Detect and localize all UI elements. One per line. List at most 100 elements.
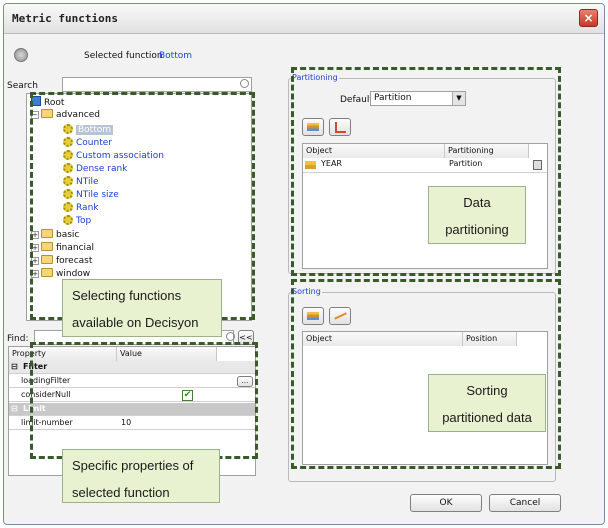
collapse-icon[interactable]: ⊟ — [11, 362, 18, 371]
partition-type[interactable]: Partition — [449, 159, 483, 168]
tree-node-function[interactable]: Custom association — [63, 150, 164, 163]
table-icon — [307, 312, 319, 320]
function-icon — [63, 202, 73, 212]
annotation-line: Selecting functions — [72, 288, 182, 303]
table-icon — [307, 123, 319, 131]
partition-table-view-button[interactable] — [302, 118, 324, 136]
group-label: Filter — [23, 362, 48, 371]
selected-function-value: Bottom — [159, 51, 193, 61]
tree-node-function[interactable]: Top — [63, 215, 91, 228]
tree-node-advanced[interactable]: −advanced — [31, 109, 100, 122]
tree-node-category[interactable]: + forecast — [31, 255, 92, 268]
close-button[interactable]: × — [579, 9, 598, 27]
sorting-panel — [288, 292, 556, 482]
ellipsis-button[interactable]: ... — [237, 376, 253, 387]
collapse-icon[interactable]: ⊟ — [11, 404, 18, 413]
function-icon — [63, 163, 73, 173]
find-previous-button[interactable]: << — [238, 330, 254, 345]
column-header-property[interactable]: Property — [9, 347, 117, 361]
cancel-button[interactable]: Cancel — [489, 494, 561, 512]
tree-node-label: Root — [44, 98, 65, 108]
dialog-title: Metric functions — [12, 12, 118, 25]
tree-node-label: forecast — [56, 256, 93, 266]
function-icon — [63, 215, 73, 225]
chevron-down-icon[interactable]: ▼ — [452, 92, 465, 105]
folder-icon — [41, 268, 53, 277]
function-icon — [63, 150, 73, 160]
partition-grid-header: Object Partitioning — [303, 144, 547, 158]
property-row[interactable]: considerNull ✔ — [9, 389, 255, 402]
tree-node-root[interactable]: Root — [31, 96, 64, 109]
function-icon — [63, 137, 73, 147]
folder-icon — [41, 255, 53, 264]
selected-function-label: Selected function — [84, 51, 163, 61]
property-name: considerNull — [21, 390, 71, 399]
column-header-value[interactable]: Value — [117, 347, 217, 361]
annotation-line: available on Decisyon — [72, 315, 199, 330]
tree-node-label: Top — [76, 216, 92, 226]
default-partition-select[interactable]: Partition ▼ — [370, 91, 466, 106]
expand-icon[interactable]: + — [31, 270, 39, 278]
tree-node-function[interactable]: Dense rank — [63, 163, 127, 176]
tree-node-label: Rank — [76, 203, 99, 213]
find-label: Find: — [7, 334, 29, 344]
annotation-specific-properties: Specific properties of selected function — [62, 449, 220, 503]
sorting-legend: Sorting — [291, 287, 322, 296]
ok-button[interactable]: OK — [410, 494, 482, 512]
tree-node-function[interactable]: NTile — [63, 176, 99, 189]
chart-icon — [335, 122, 346, 133]
partition-row[interactable]: YEAR Partition — [303, 158, 547, 173]
tree-node-label: NTile size — [76, 190, 119, 200]
annotation-line: Data — [463, 195, 491, 210]
tree-node-category[interactable]: + basic — [31, 229, 79, 242]
folder-icon — [41, 242, 53, 251]
tree-node-function[interactable]: Counter — [63, 137, 112, 150]
annotation-line: Sorting — [466, 383, 508, 398]
search-input[interactable] — [62, 77, 252, 92]
column-header-position[interactable]: Position — [463, 332, 517, 346]
property-value[interactable]: 10 — [121, 418, 132, 427]
expand-icon[interactable]: + — [31, 244, 39, 252]
function-icon — [63, 189, 73, 199]
expand-icon[interactable]: + — [31, 257, 39, 265]
property-group-limit[interactable]: ⊟ Limit — [9, 403, 255, 416]
expand-icon[interactable]: + — [31, 231, 39, 239]
partition-chart-view-button[interactable] — [329, 118, 351, 136]
search-icon[interactable] — [240, 79, 249, 88]
consider-null-checkbox[interactable]: ✔ — [182, 390, 193, 401]
collapse-icon[interactable]: − — [31, 111, 39, 119]
annotation-data-partitioning: Data partitioning — [428, 186, 526, 244]
folder-open-icon — [41, 109, 53, 118]
tree-node-function[interactable]: Bottom — [63, 124, 114, 137]
column-header-partitioning[interactable]: Partitioning — [445, 144, 529, 158]
property-row[interactable]: limit-number 10 — [9, 417, 255, 430]
tree-node-function[interactable]: Rank — [63, 202, 99, 215]
cube-icon — [31, 96, 41, 106]
column-header-object[interactable]: Object — [303, 144, 445, 158]
annotation-sorting-partitioned: Sorting partitioned data — [428, 374, 546, 432]
default-label: Default — [340, 95, 373, 105]
tree-node-label: window — [56, 269, 91, 279]
sorting-grid-header: Object Position — [303, 332, 547, 346]
find-search-icon[interactable] — [226, 332, 235, 341]
function-icon — [63, 176, 73, 186]
function-status-icon — [14, 48, 28, 62]
tree-node-category[interactable]: + financial — [31, 242, 94, 255]
property-group-filter[interactable]: ⊟ Filter — [9, 361, 255, 374]
annotation-line: selected function — [72, 485, 170, 500]
annotation-line: Specific properties of — [72, 458, 194, 473]
column-header-object[interactable]: Object — [303, 332, 463, 346]
tree-node-function[interactable]: NTile size — [63, 189, 119, 202]
partitioning-legend: Partitioning — [291, 73, 339, 82]
sorting-table-view-button[interactable] — [302, 307, 324, 325]
tree-node-label: basic — [56, 230, 80, 240]
property-row[interactable]: loadingFilter ... — [9, 375, 255, 388]
trash-icon[interactable] — [533, 160, 542, 170]
trend-icon — [334, 312, 347, 320]
tree-node-label: Bottom — [76, 125, 114, 135]
sorting-chart-view-button[interactable] — [329, 307, 351, 325]
tree-node-label: financial — [56, 243, 95, 253]
property-grid-header: Property Value — [9, 347, 255, 361]
metric-functions-dialog: Metric functions × Selected function Bot… — [3, 3, 605, 525]
tree-node-label: Counter — [76, 138, 112, 148]
